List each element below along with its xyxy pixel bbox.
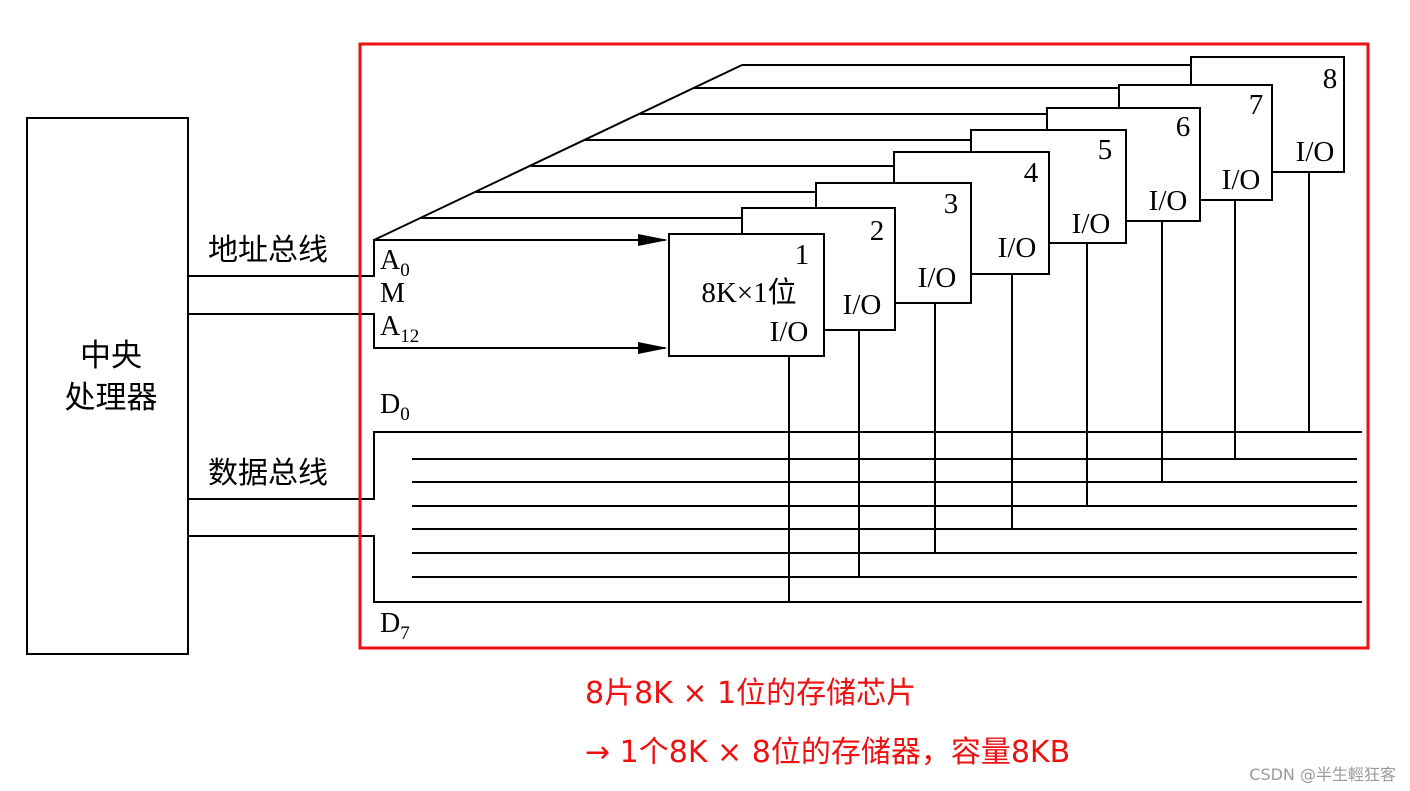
label-a12: A12 — [380, 311, 419, 347]
address-bus-label: 地址总线 — [208, 233, 328, 268]
chip-1-capacity: 8K×1位 — [701, 276, 796, 309]
chip-4-io: I/O — [998, 232, 1037, 264]
data-bus-label: 数据总线 — [208, 456, 328, 491]
cpu-label-line2: 处理器 — [65, 380, 158, 416]
chip-5-io: I/O — [1072, 208, 1111, 240]
label-m: M — [380, 278, 405, 309]
chip-6-number: 6 — [1176, 111, 1191, 143]
chip-5-number: 5 — [1098, 134, 1113, 166]
chip-8-io: I/O — [1296, 136, 1335, 168]
label-a0: A0 — [380, 245, 410, 281]
note-line-1: 8片8K × 1位的存储芯片 — [585, 676, 916, 711]
label-d7: D7 — [380, 608, 410, 644]
chip-7-number: 7 — [1249, 89, 1264, 121]
address-fanout-lines — [373, 64, 1191, 241]
arrow-head-a12 — [638, 342, 668, 354]
chip-2-number: 2 — [870, 215, 885, 247]
data-bus-lines — [188, 431, 1362, 603]
chip-1-number: 1 — [795, 239, 810, 271]
arrow-head-a0 — [638, 234, 668, 246]
label-d0: D0 — [380, 389, 410, 425]
chip-4-number: 4 — [1024, 157, 1039, 189]
memory-highlight-frame — [358, 42, 1370, 650]
chip-6-io: I/O — [1149, 185, 1188, 217]
cpu-label-line1: 中央 — [80, 338, 142, 374]
chip-3-number: 3 — [944, 188, 959, 220]
watermark: CSDN @半生輕狂客 — [1249, 765, 1396, 784]
chip-1: 1 8K×1位 I/O — [668, 233, 825, 357]
chip-2-io: I/O — [843, 289, 882, 321]
chip-3-io: I/O — [918, 262, 957, 294]
cpu-box — [26, 117, 189, 655]
chip-8-number: 8 — [1323, 63, 1338, 95]
note-line-2: → 1个8K × 8位的存储器，容量8KB — [585, 735, 1070, 770]
address-bus-lines — [188, 239, 665, 349]
chip-7-io: I/O — [1222, 164, 1261, 196]
chip-io-connections — [788, 172, 1310, 602]
chip-1-io: I/O — [770, 316, 809, 348]
